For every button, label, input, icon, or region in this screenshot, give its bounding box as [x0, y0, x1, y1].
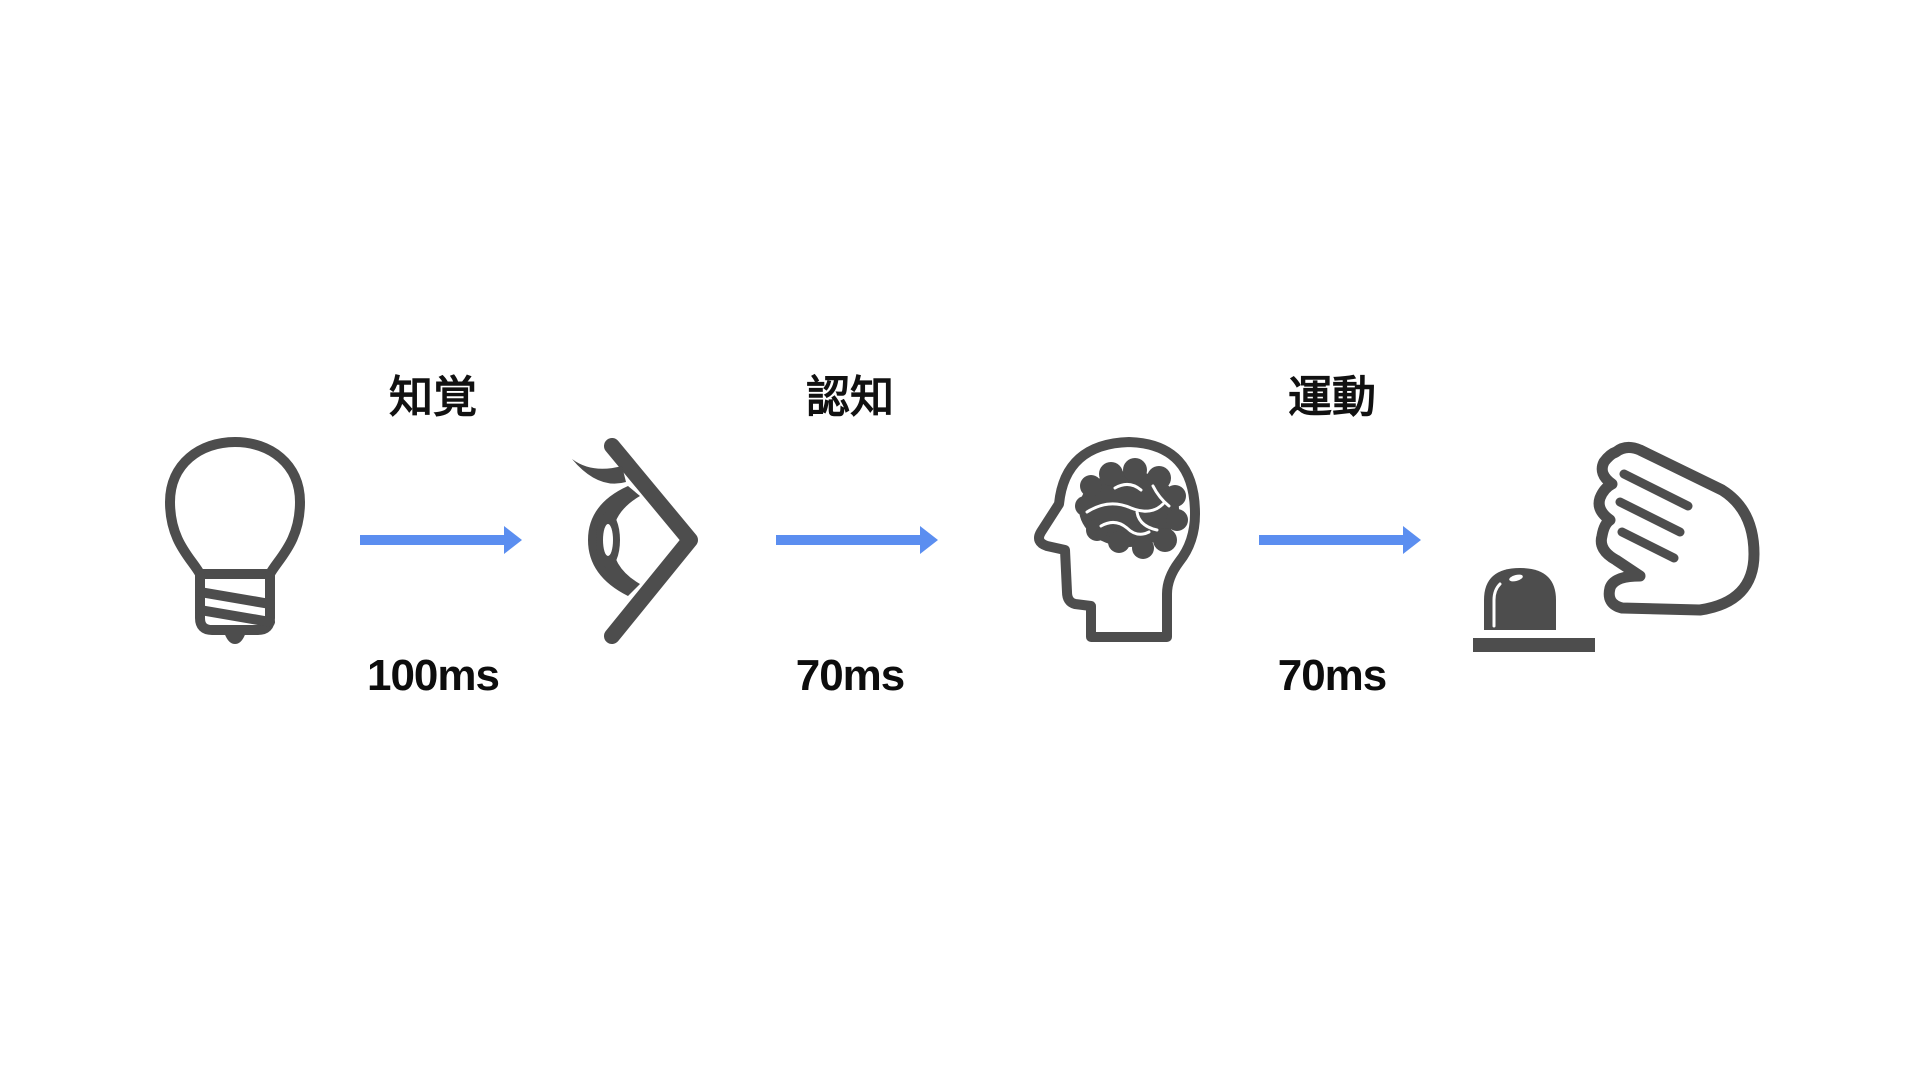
stage-time-cognition: 70ms — [795, 651, 906, 700]
stage-time-perception: 100ms — [366, 651, 500, 700]
head-brain-icon — [1019, 434, 1203, 646]
hand-pressing-button-icon — [1470, 440, 1770, 656]
eye-icon — [570, 434, 698, 646]
lightbulb-icon — [162, 434, 308, 646]
stage-label-cognition: 認知 — [806, 372, 894, 423]
flow-arrow-3 — [1259, 525, 1421, 555]
flow-arrow-1 — [360, 525, 522, 555]
stage-label-perception: 知覚 — [389, 372, 477, 423]
flow-arrow-2 — [776, 525, 938, 555]
stage-time-motor: 70ms — [1277, 651, 1388, 700]
stage-label-motor: 運動 — [1288, 372, 1376, 423]
